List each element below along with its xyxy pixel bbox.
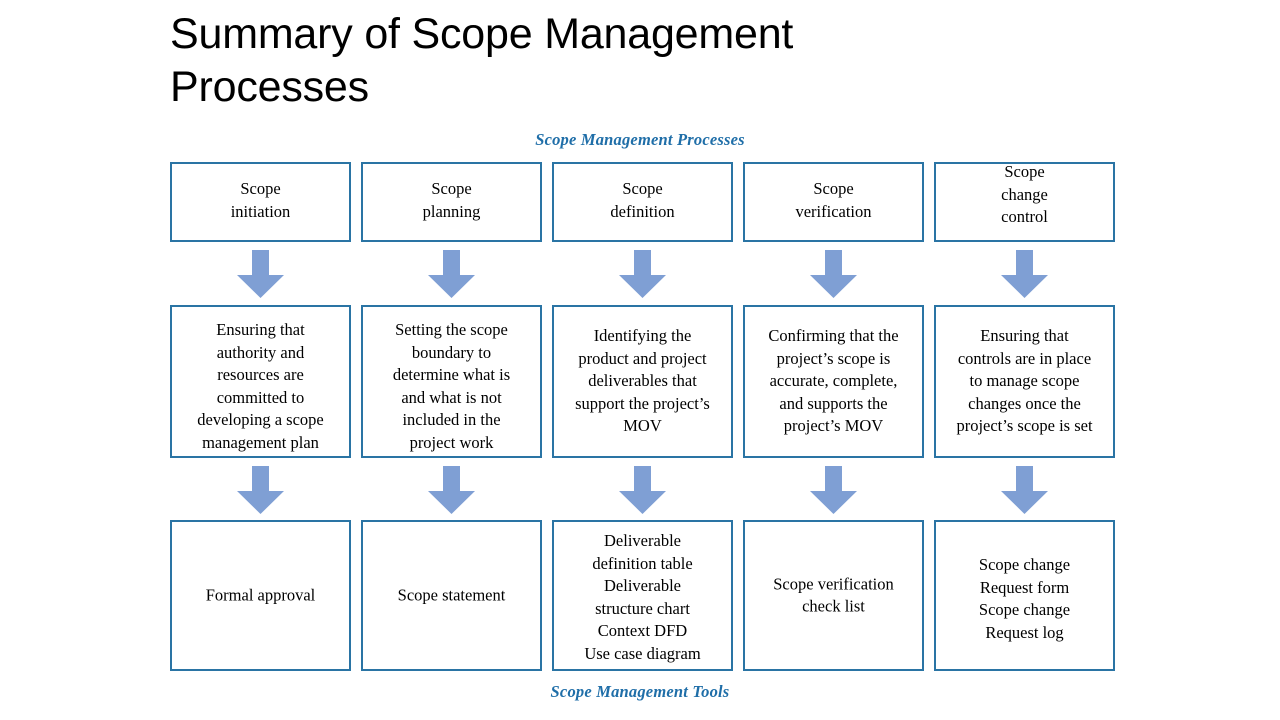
- process-box-scope-initiation: Scope initiation: [170, 162, 351, 242]
- process-box-scope-verification: Scope verification: [743, 162, 924, 242]
- tools-box-scope-initiation: Formal approval: [170, 520, 351, 671]
- description-box-text: Identifying the product and project deli…: [575, 326, 710, 436]
- description-box-text: Ensuring that authority and resources ar…: [197, 320, 324, 452]
- tools-box-text: Scope verification check list: [773, 573, 894, 616]
- description-box-scope-planning: Setting the scope boundary to determine …: [361, 305, 542, 458]
- process-box-scope-change-control: Scope change control: [934, 162, 1115, 242]
- tools-box-scope-change-control: Scope change Request form Scope change R…: [934, 520, 1115, 671]
- flow-arrow-down: [1001, 466, 1048, 514]
- tools-box-scope-planning: Scope statement: [361, 520, 542, 671]
- description-box-scope-verification: Confirming that the project’s scope is a…: [743, 305, 924, 458]
- process-box-scope-planning: Scope planning: [361, 162, 542, 242]
- diagram-caption-top: Scope Management Processes: [535, 130, 745, 149]
- description-box-text: Ensuring that controls are in place to m…: [956, 326, 1093, 436]
- description-box-scope-change-control: Ensuring that controls are in place to m…: [934, 305, 1115, 458]
- description-box-text: Confirming that the project’s scope is a…: [768, 326, 899, 436]
- tools-box-text: Scope change Request form Scope change R…: [978, 555, 1071, 642]
- flow-arrow-down: [810, 466, 857, 514]
- description-box-text: Setting the scope boundary to determine …: [392, 320, 511, 452]
- flow-arrow-down: [619, 250, 666, 298]
- tools-box-scope-definition: Deliverable definition table Deliverable…: [552, 520, 733, 671]
- process-box-label: Scope change control: [1001, 162, 1048, 227]
- tools-box-text: Deliverable definition table Deliverable…: [584, 531, 701, 663]
- description-box-scope-definition: Identifying the product and project deli…: [552, 305, 733, 458]
- flow-arrow-down: [810, 250, 857, 298]
- flow-arrow-down: [237, 250, 284, 298]
- process-box-label: Scope definition: [610, 179, 675, 221]
- process-box-label: Scope planning: [422, 179, 481, 221]
- flow-arrow-down: [619, 466, 666, 514]
- description-box-scope-initiation: Ensuring that authority and resources ar…: [170, 305, 351, 458]
- flow-arrow-down: [428, 466, 475, 514]
- flow-arrow-down: [428, 250, 475, 298]
- process-box-label: Scope initiation: [230, 179, 291, 221]
- process-box-label: Scope verification: [795, 179, 872, 221]
- diagram-caption-bottom: Scope Management Tools: [550, 682, 730, 701]
- tools-box-text: Formal approval: [205, 585, 316, 605]
- flow-arrow-down: [1001, 250, 1048, 298]
- page-title: Summary of Scope Management Processes: [170, 10, 794, 111]
- flow-arrow-down: [237, 466, 284, 514]
- tools-box-text: Scope statement: [397, 585, 506, 605]
- process-box-scope-definition: Scope definition: [552, 162, 733, 242]
- tools-box-scope-verification: Scope verification check list: [743, 520, 924, 671]
